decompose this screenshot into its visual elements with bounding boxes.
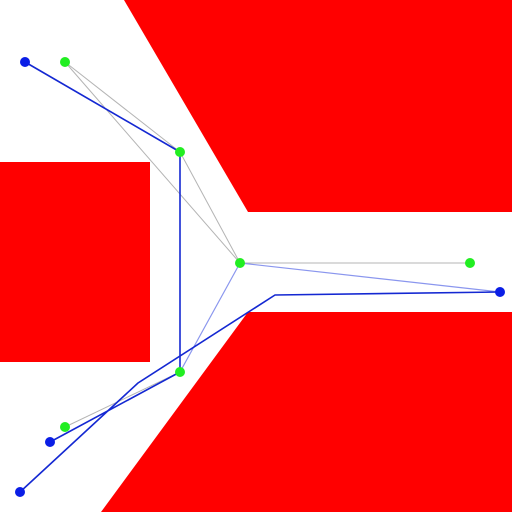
blue-path <box>24 61 181 443</box>
light-blue-edge <box>239 262 501 293</box>
obstacle-left-block <box>0 162 150 362</box>
green-node-g-lower-mid <box>175 367 185 377</box>
green-node-g-top-left <box>60 57 70 67</box>
gray-edge <box>64 371 181 428</box>
gray-edge <box>179 151 241 264</box>
green-node-g-right <box>465 258 475 268</box>
blue-node-b-right <box>495 287 505 297</box>
blue-node-b-bottom-left <box>15 487 25 497</box>
obstacle-top-right-funnel-wall <box>124 0 512 212</box>
obstacle-bottom-right-funnel-wall <box>101 312 512 512</box>
gray-edge <box>64 61 241 264</box>
gray-edge-layer <box>64 61 470 428</box>
green-node-g-center <box>235 258 245 268</box>
blue-node-b-top-left <box>20 57 30 67</box>
gray-edge <box>64 61 181 153</box>
green-node-g-bottom-left <box>60 422 70 432</box>
blue-node-layer <box>15 57 505 497</box>
blue-path <box>19 291 501 493</box>
blue-node-b-bottom-left-upper <box>45 437 55 447</box>
light-blue-edge <box>179 262 241 373</box>
green-node-g-upper-mid <box>175 147 185 157</box>
blue-path-layer <box>19 61 501 493</box>
green-node-layer <box>60 57 475 432</box>
